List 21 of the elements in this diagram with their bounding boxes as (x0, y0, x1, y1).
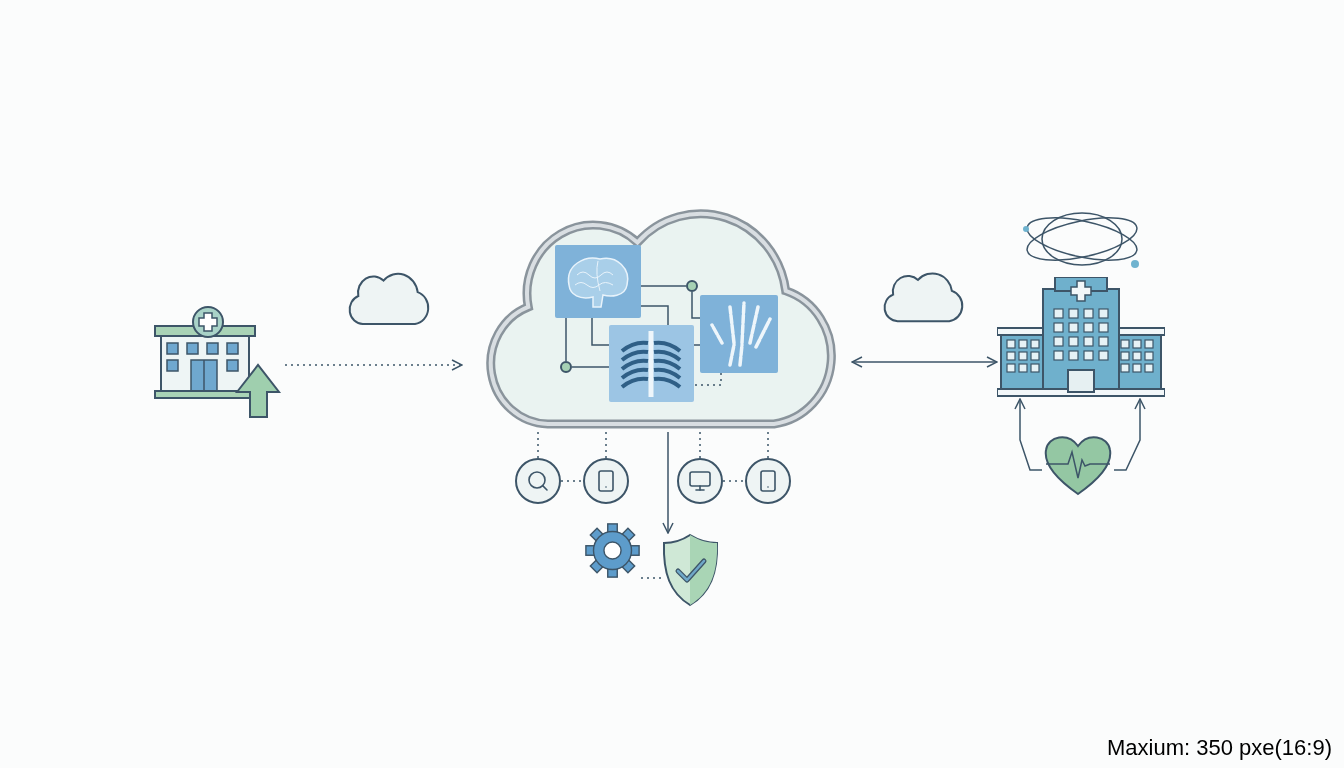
dotted-connector (284, 359, 463, 371)
arrow (640, 305, 669, 326)
chest-xray-picture (609, 325, 694, 402)
arrow (591, 317, 610, 346)
caption-note: Maxium: 350 pxe(16:9) (1107, 734, 1332, 762)
brain-scan-picture (555, 245, 641, 318)
dotted-connector (693, 372, 722, 386)
arrow (1014, 398, 1043, 471)
dotted-connector (767, 431, 769, 459)
shield-check-icon (662, 533, 719, 607)
dotted-connector (640, 577, 663, 579)
dotted-connector (722, 480, 746, 482)
hand-xray-picture (700, 295, 778, 373)
arrow (662, 431, 674, 534)
dotted-connector (699, 431, 701, 459)
dotted-connector (560, 480, 584, 482)
dotted-connector (605, 431, 607, 459)
arrow (851, 356, 998, 368)
dotted-connector (537, 431, 539, 459)
hospital-drawing (997, 277, 1165, 399)
arrow (1113, 398, 1146, 471)
